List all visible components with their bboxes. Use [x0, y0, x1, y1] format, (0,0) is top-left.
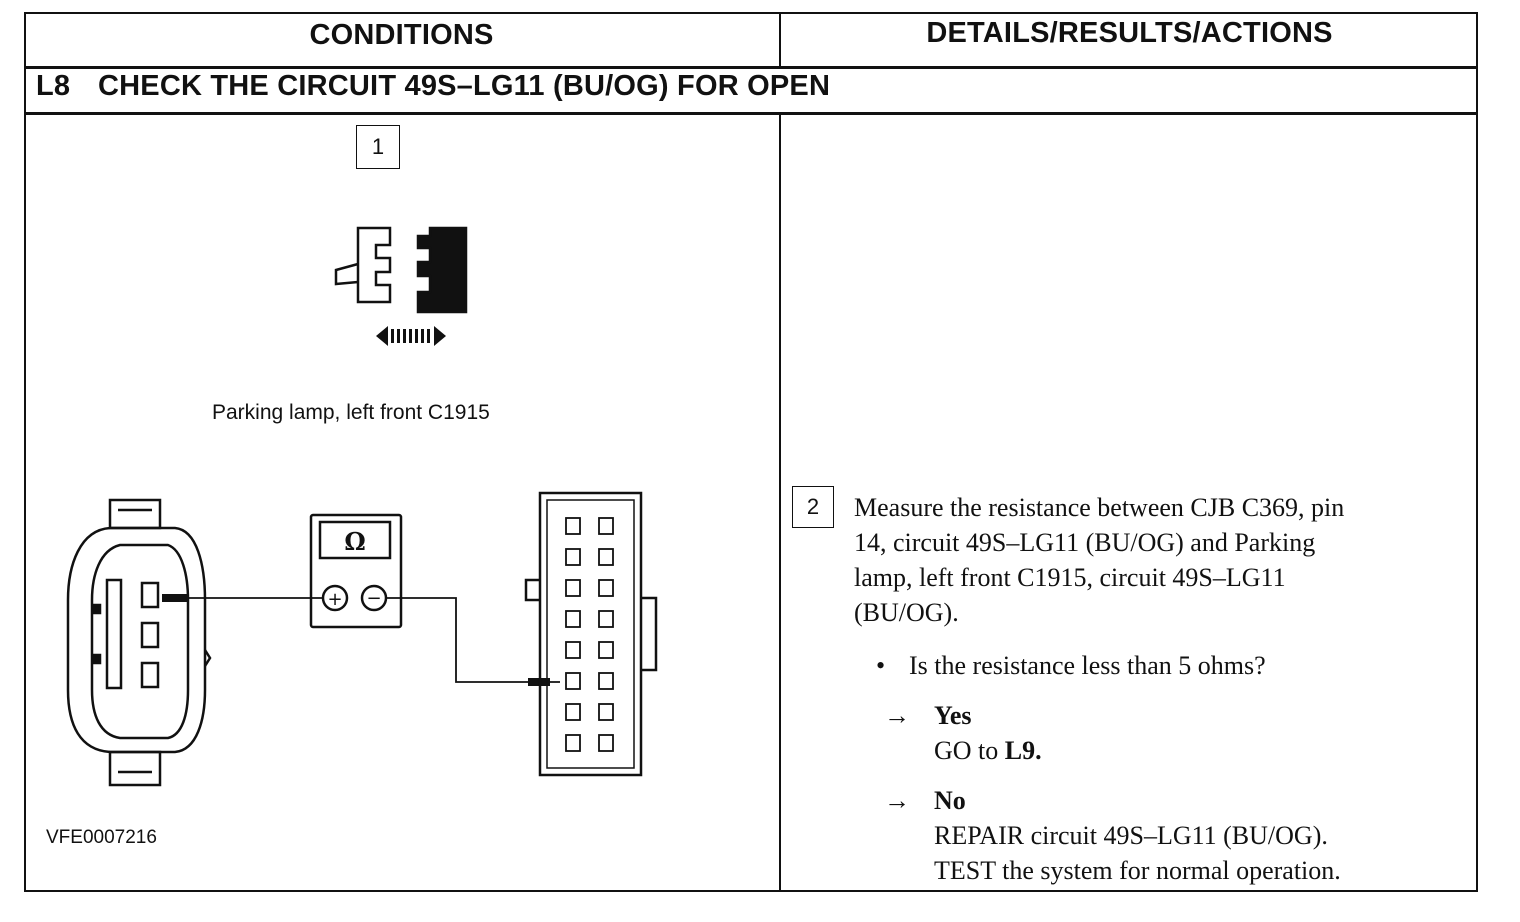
- yes-arrow: →: [884, 701, 910, 730]
- no-label: No: [934, 786, 966, 815]
- yes-action-target: L9.: [1004, 736, 1042, 765]
- lamp-terminal-large: [105, 578, 123, 690]
- no-arrow: →: [884, 786, 910, 815]
- connector-halves: [334, 226, 468, 314]
- step-1-caption: Parking lamp, left front C1915: [212, 401, 490, 424]
- instruction-line-4: (BU/OG).: [854, 598, 959, 627]
- ohmmeter-body: [309, 513, 403, 629]
- disconnect-arrow: [376, 326, 446, 346]
- step-1-box: 1: [356, 125, 400, 169]
- header-column-divider: [779, 12, 781, 67]
- yes-label: Yes: [934, 701, 972, 730]
- no-action-line-2: TEST the system for normal operation.: [934, 856, 1341, 885]
- connector-right-half: [416, 226, 468, 314]
- ohmmeter: [309, 513, 403, 629]
- step-2-box: 2: [792, 486, 834, 528]
- probe-lamp: [162, 594, 188, 602]
- body-column-divider: [779, 113, 781, 892]
- lamp-connector-inner: [90, 543, 190, 740]
- lamp-terminal-1: [140, 581, 160, 609]
- conditions-header: CONDITIONS: [309, 19, 494, 51]
- instruction-line-1: Measure the resistance between CJB C369,…: [854, 493, 1345, 522]
- ohmmeter-display: [318, 520, 392, 560]
- table-frame: [24, 12, 1478, 892]
- question-bullet: •: [876, 651, 886, 680]
- step-id: L8: [36, 70, 71, 102]
- no-action-line-1: REPAIR circuit 49S–LG11 (BU/OG).: [934, 821, 1328, 850]
- instruction-line-2: 14, circuit 49S–LG11 (BU/OG) and Parking: [854, 528, 1316, 557]
- lead-minus: [386, 597, 560, 683]
- yes-action: GO to L9.: [934, 733, 1042, 768]
- lamp-terminal-3: [140, 661, 160, 689]
- step-title: CHECK THE CIRCUIT 49S–LG11 (BU/OG) FOR O…: [98, 70, 831, 102]
- minus-symbol: −: [366, 588, 381, 609]
- connector-left-half: [356, 226, 392, 304]
- lamp-connector-c1915: [66, 498, 212, 787]
- details-header: DETAILS/RESULTS/ACTIONS: [926, 17, 1333, 49]
- header-divider: [24, 66, 1478, 69]
- ohm-symbol: Ω: [344, 527, 365, 556]
- lamp-terminal-2: [140, 621, 160, 649]
- plus-symbol: +: [327, 589, 342, 610]
- test-leads: [162, 597, 560, 683]
- instruction-text: Measure the resistance between CJB C369,…: [854, 490, 1344, 630]
- figure-id: VFE0007216: [46, 827, 157, 848]
- cjb-connector-c369: [524, 491, 658, 777]
- cjb-body: [538, 491, 643, 777]
- step-title-divider: [24, 112, 1478, 115]
- yes-action-prefix: GO to: [934, 736, 1005, 765]
- question-text: Is the resistance less than 5 ohms?: [909, 651, 1266, 680]
- instruction-line-3: lamp, left front C1915, circuit 49S–LG11: [854, 563, 1286, 592]
- connector-latch: [334, 262, 359, 286]
